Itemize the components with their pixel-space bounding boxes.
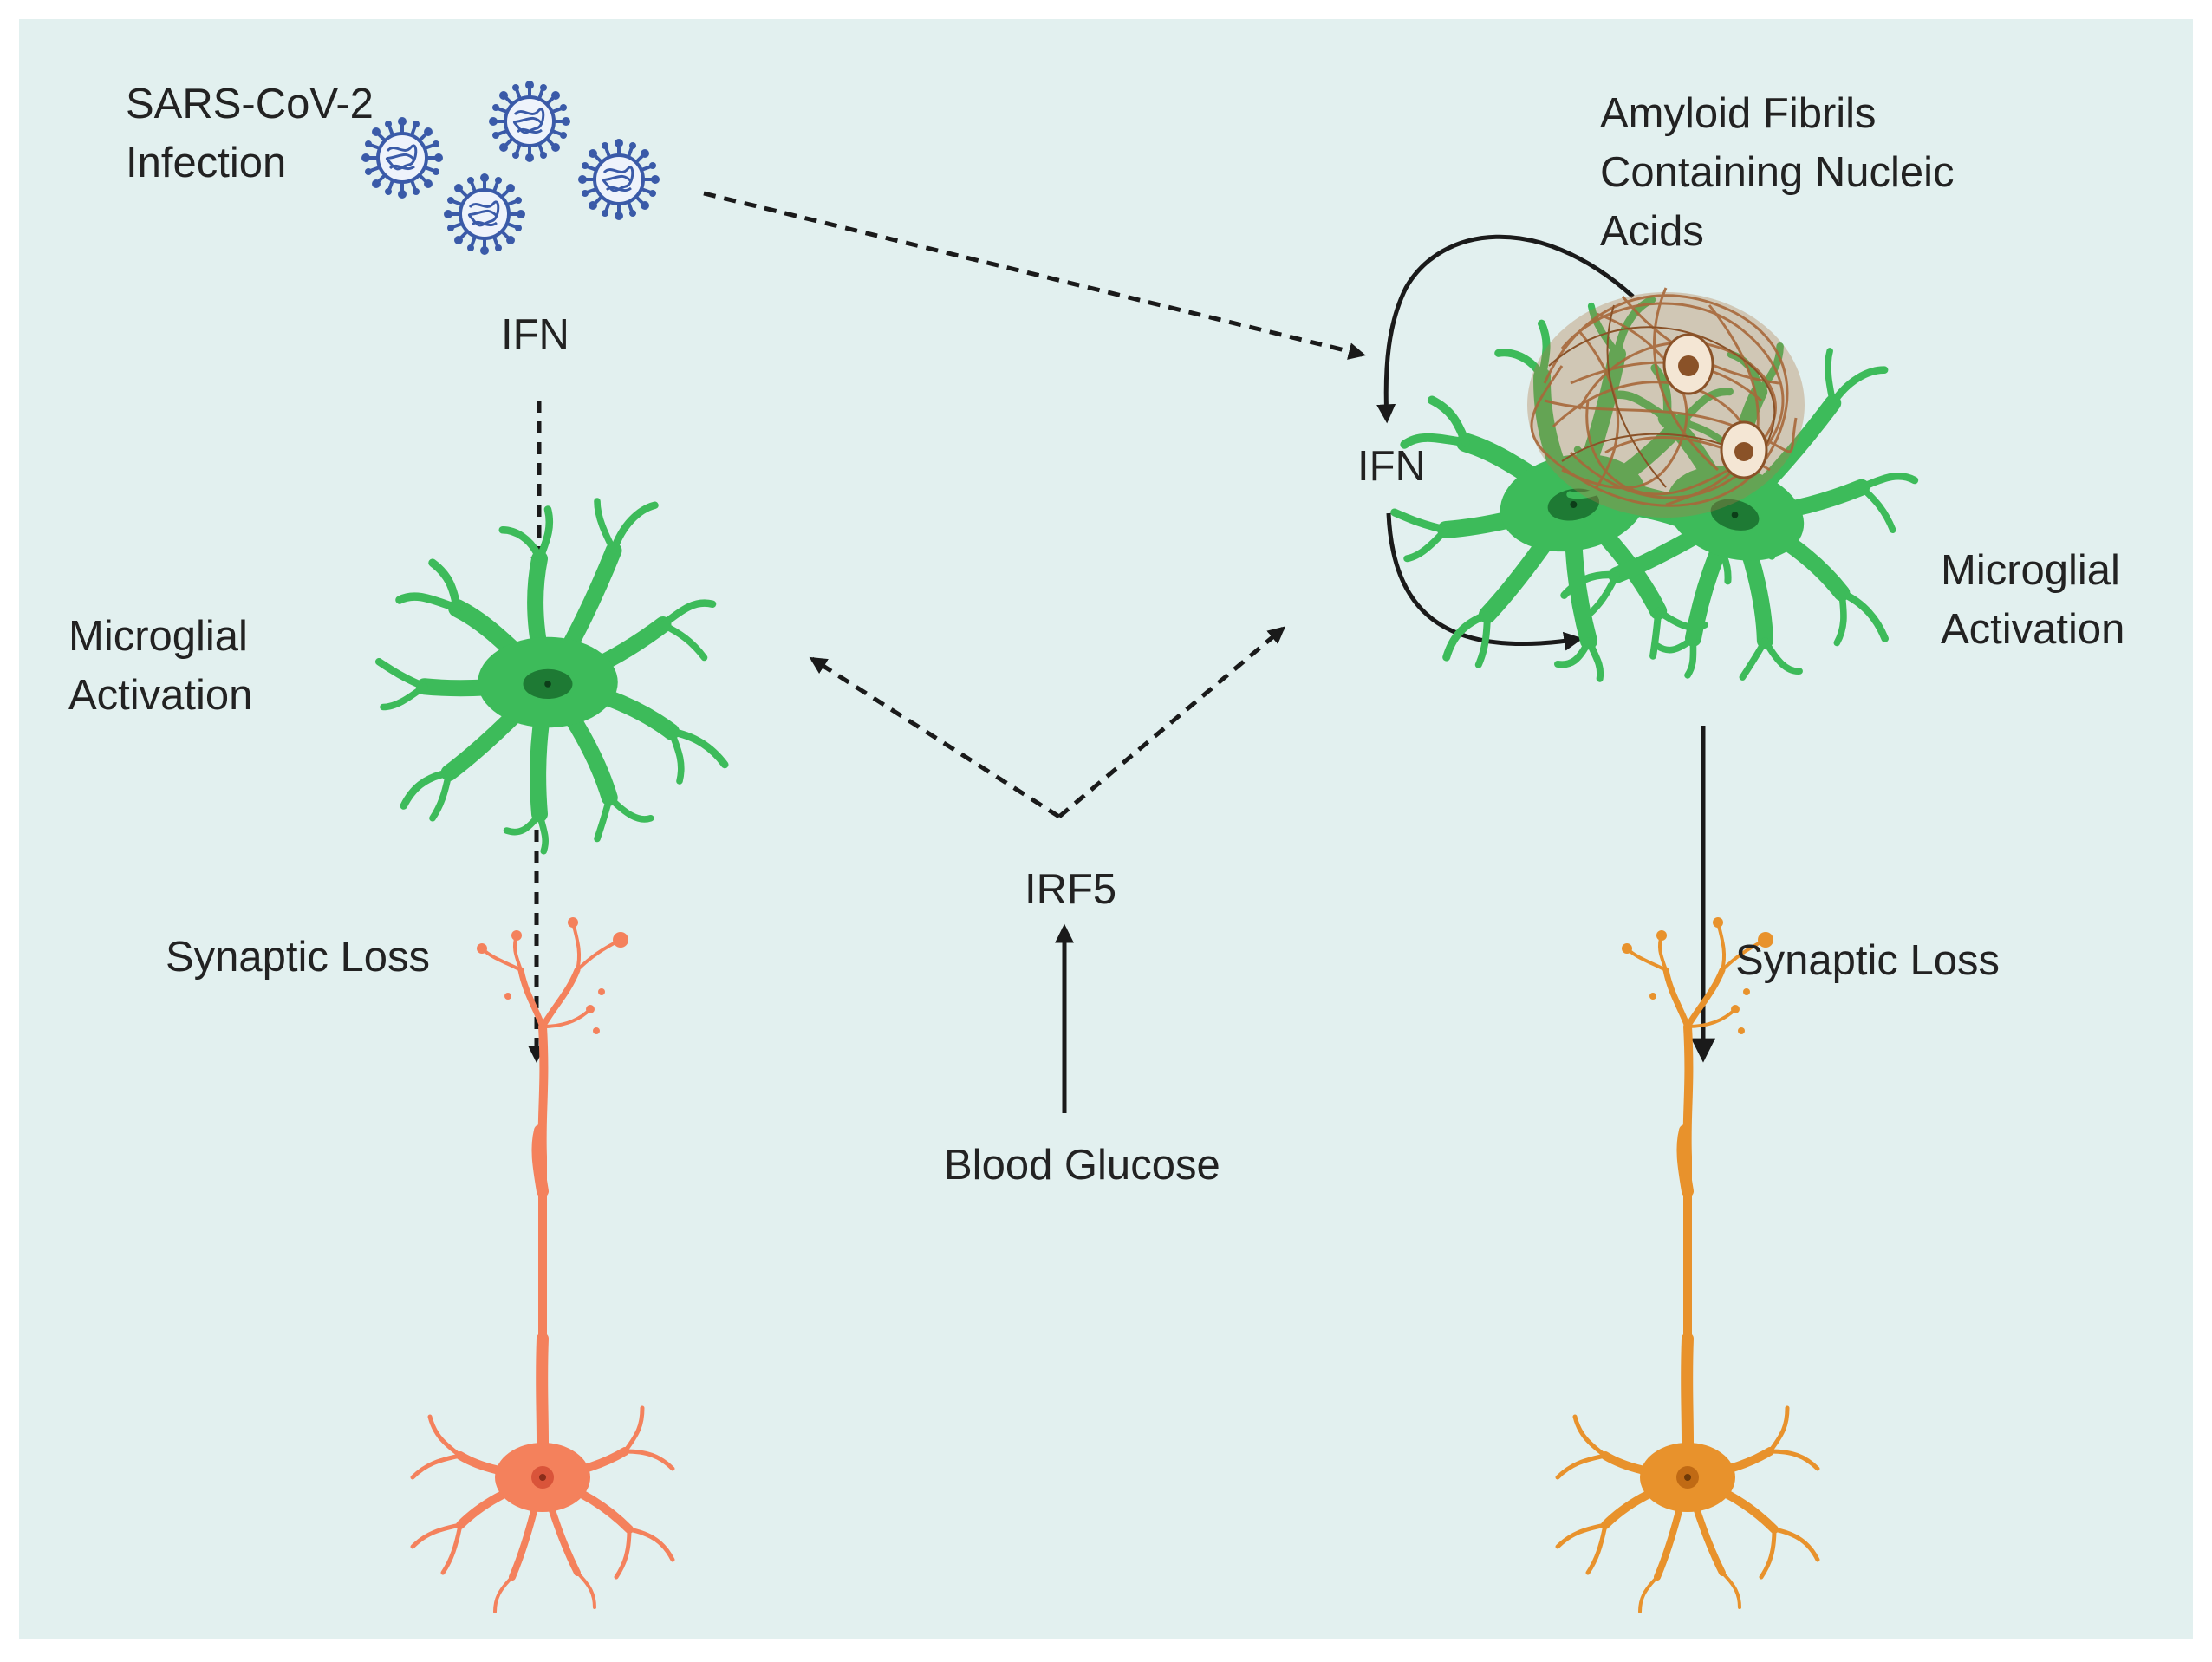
infection-label: SARS-CoV-2 Infection xyxy=(126,75,374,192)
microglial-right-line1: Microglial xyxy=(1941,547,2120,594)
microglia-icon xyxy=(379,501,725,851)
microglial-activation-label-left: Microglial Activation xyxy=(68,607,252,725)
diagram-panel: SARS-CoV-2 Infection IFN Microglial Acti… xyxy=(19,19,2193,1639)
ifn-label-right: IFN xyxy=(1357,443,1426,490)
neuron-icon xyxy=(1558,917,1818,1612)
synaptic-loss-label-left: Synaptic Loss xyxy=(166,934,431,981)
amyloid-label-line3: Acids xyxy=(1600,208,1704,255)
infection-label-line2: Infection xyxy=(126,140,287,186)
arrow-infection-to-amyloid xyxy=(703,191,1366,360)
neuron-icon xyxy=(413,917,673,1612)
virus-icon xyxy=(360,79,661,257)
amyloid-plaque-icon xyxy=(1527,287,1805,518)
microglial-left-line2: Activation xyxy=(68,672,253,719)
microglial-right-line2: Activation xyxy=(1941,606,2125,653)
amyloid-label: Amyloid Fibrils Containing Nucleic Acids xyxy=(1600,84,1955,261)
amyloid-label-line1: Amyloid Fibrils xyxy=(1600,90,1877,137)
infection-label-line1: SARS-CoV-2 xyxy=(126,81,374,127)
arrow-ifn-to-microglia-right xyxy=(1386,512,1584,651)
arrow-irf5-to-right-microglia xyxy=(1057,626,1286,818)
synaptic-loss-label-right: Synaptic Loss xyxy=(1735,937,2001,984)
arrow-irf5-to-left-microglia xyxy=(809,656,1061,819)
irf5-label: IRF5 xyxy=(1025,866,1117,913)
blood-glucose-label: Blood Glucose xyxy=(944,1142,1220,1189)
diagram-artwork xyxy=(360,79,2193,1639)
microglial-activation-label-right: Microglial Activation xyxy=(1941,541,2124,659)
arrow-amyloid-to-ifn xyxy=(1376,234,1635,424)
microglial-left-line1: Microglial xyxy=(68,613,248,660)
amyloid-label-line2: Containing Nucleic xyxy=(1600,149,1955,196)
ifn-label-left: IFN xyxy=(501,311,569,358)
